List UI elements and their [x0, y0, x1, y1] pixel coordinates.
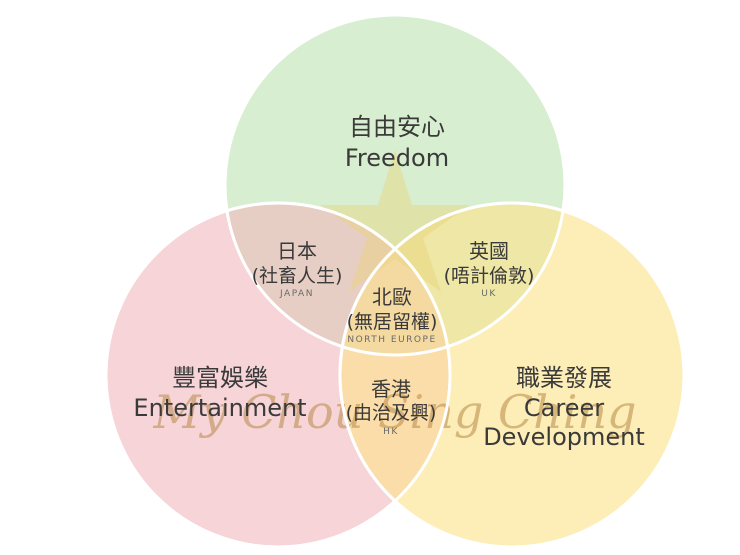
entertainment-label-zh: 豐富娛樂: [172, 364, 268, 392]
hk-label-en: HK: [383, 427, 399, 437]
watermark-text: My Chou Sing Ching: [153, 385, 637, 439]
japan-label-en: JAPAN: [279, 289, 314, 299]
japan-label-sub: (社畜人生): [252, 265, 343, 287]
nordic-label-sub: (無居留權): [347, 311, 438, 333]
career-outline: [338, 201, 686, 549]
career-label-en-2: Development: [483, 423, 645, 451]
hk-label-sub: (由治及興): [346, 402, 437, 424]
entertainment-outline: [104, 201, 452, 549]
japan-label-zh: 日本: [277, 239, 317, 263]
freedom-label-en: Freedom: [345, 144, 449, 172]
uk-label-sub: (唔計倫敦): [444, 265, 535, 287]
freedom-outline: [223, 13, 567, 357]
freedom-label-zh: 自由安心: [349, 113, 445, 141]
star-watermark-icon: [320, 150, 470, 292]
nordic-label-zh: 北歐: [372, 285, 412, 309]
career-label-zh: 職業發展: [516, 364, 612, 392]
entertainment-label-en: Entertainment: [133, 394, 306, 422]
nordic-label-en: NORTH EUROPE: [347, 335, 436, 345]
hk-label-zh: 香港: [371, 377, 411, 401]
career-label-en-1: Career: [524, 394, 604, 422]
uk-label-en: UK: [481, 289, 497, 299]
uk-label-zh: 英國: [469, 239, 509, 263]
